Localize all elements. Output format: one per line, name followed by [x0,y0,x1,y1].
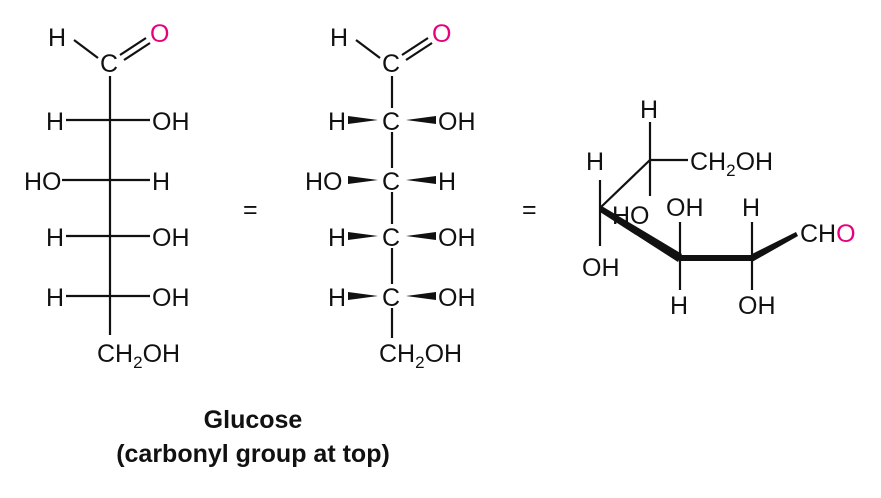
wedge-c3-ho: HO [305,168,343,196]
wedge-c2-c: C [382,108,400,136]
wedge-c3-h: H [438,168,456,196]
c3-h: H [670,292,688,320]
caption-title: Glucose [204,406,303,434]
fischer-c2-h: H [46,108,64,136]
c4-oh: OH [582,254,620,282]
c5-top-h: H [640,96,658,124]
wedge-c5-h: H [328,284,346,312]
c5-ho: HO [612,202,650,230]
c5-ch2oh: CH2OH [690,148,773,180]
equals-sign-2: = [522,196,537,224]
wedge-c4-h: H [328,224,346,252]
wedge-ch2oh: CH2OH [379,340,462,372]
aldehyde-c: C [100,50,118,78]
fischer-c5-oh: OH [152,284,190,312]
wedge-c4-oh: OH [438,224,476,252]
c3-oh: OH [666,194,704,222]
aldehyde-cho: CHO [800,220,856,248]
fischer-c5-h: H [46,284,64,312]
wedge-projection: H C O H C OH HO C H H C OH H C OH [305,20,476,372]
fischer-ch2oh: CH2OH [97,340,180,372]
wedge-c5-oh: OH [438,284,476,312]
fischer-c4-oh: OH [152,224,190,252]
fischer-c3-h: H [152,168,170,196]
c2-oh: OH [738,292,776,320]
equals-sign-1: = [243,196,258,224]
fischer-c4-h: H [46,224,64,252]
wedge-c5-c: C [382,284,400,312]
wedge-c4-c: C [382,224,400,252]
wedge-c2-oh: OH [438,108,476,136]
carbonyl-oxygen: O [150,20,169,48]
caption-subtitle: (carbonyl group at top) [116,440,390,468]
wedge-aldehyde-c: C [382,50,400,78]
wedge-c2-h: H [328,108,346,136]
fischer-c3-ho: HO [24,168,62,196]
wedge-aldehyde-h: H [330,24,348,52]
c4-h: H [586,148,604,176]
aldehyde-h: H [48,24,66,52]
wedge-c3-c: C [382,168,400,196]
fischer-c2-oh: OH [152,108,190,136]
wedge-carbonyl-oxygen: O [432,20,451,48]
fischer-projection: H C O H OH HO H H OH H OH CH2OH [24,20,190,372]
c2-h: H [742,194,760,222]
perspective-structure: H CH2OH H HO OH OH H H OH CHO [582,96,856,320]
